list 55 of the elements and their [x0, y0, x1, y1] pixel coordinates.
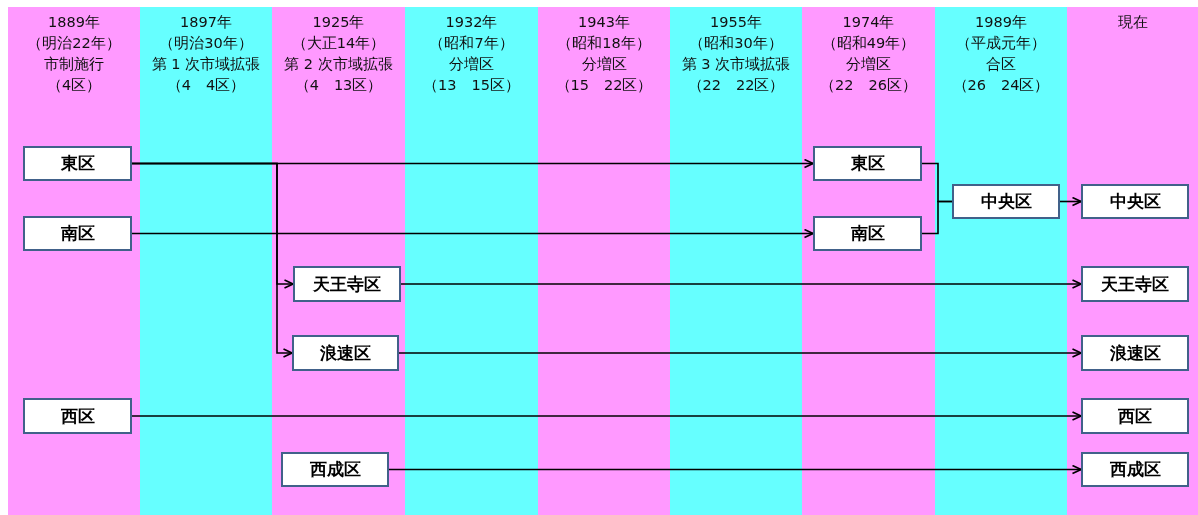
period-heading: （22 22区）	[687, 76, 785, 95]
period-heading: 1943年	[578, 13, 630, 32]
ward-box: 中央区	[1081, 184, 1189, 219]
ward-box: 西区	[1081, 398, 1189, 434]
arrow	[131, 162, 293, 358]
connector-line	[921, 200, 953, 235]
arrow	[131, 411, 1082, 421]
period-heading: 1989年	[975, 13, 1027, 32]
period-heading: 分増区	[581, 55, 627, 74]
arrow	[400, 279, 1082, 289]
period-heading: 市制施行	[44, 55, 104, 74]
period-heading: （4 4区）	[166, 76, 246, 95]
ward-box: 浪速区	[1081, 335, 1189, 371]
period-heading: （大正14年）	[291, 34, 386, 53]
arrow	[131, 228, 814, 239]
period-heading: 1897年	[180, 13, 232, 32]
period-heading: 分増区	[846, 55, 891, 74]
arrow	[388, 464, 1082, 475]
period-heading: （明治22年）	[27, 34, 121, 53]
period-heading: 1889年	[48, 13, 100, 32]
period-heading: （4区）	[46, 76, 102, 95]
ward-box: 西成区	[281, 452, 389, 487]
ward-box: 南区	[813, 216, 922, 251]
period-heading: （平成元年）	[956, 34, 1046, 53]
period-heading: 現在	[1117, 13, 1148, 32]
period-heading: 1932年	[445, 13, 498, 32]
period-heading: （26 24区）	[952, 76, 1050, 95]
period-heading: （昭和49年）	[821, 34, 916, 53]
period-heading: 第 2 次市域拡張	[284, 55, 393, 74]
period-heading: （13 15区）	[423, 76, 520, 95]
ward-box: 南区	[23, 216, 132, 251]
period-heading: 第 3 次市域拡張	[681, 55, 791, 74]
period-heading: 第 1 次市域拡張	[151, 55, 261, 74]
ward-box: 東区	[23, 146, 132, 181]
period-heading: 合区	[986, 55, 1016, 74]
arrow	[398, 348, 1082, 358]
ward-box: 天王寺区	[1081, 266, 1189, 302]
ward-box: 東区	[813, 146, 922, 181]
period-heading: （昭和7年）	[429, 34, 514, 53]
period-heading: 1974年	[842, 13, 895, 32]
period-heading: （昭和30年）	[689, 34, 783, 53]
ward-box: 西区	[23, 398, 132, 434]
period-heading: （22 26区）	[820, 76, 917, 95]
ward-box: 西成区	[1081, 452, 1189, 487]
period-heading: （15 22区）	[555, 76, 653, 95]
ward-box: 中央区	[952, 184, 1060, 219]
period-heading: （明治30年）	[159, 34, 253, 53]
period-heading: （4 13区）	[294, 76, 383, 95]
period-heading: 1925年	[312, 13, 365, 32]
period-heading: （昭和18年）	[557, 34, 651, 53]
ward-box: 浪速区	[292, 335, 399, 371]
period-heading: 1955年	[710, 13, 762, 32]
arrow	[1059, 196, 1082, 207]
period-heading: 分増区	[449, 55, 494, 74]
ward-box: 天王寺区	[293, 266, 401, 302]
